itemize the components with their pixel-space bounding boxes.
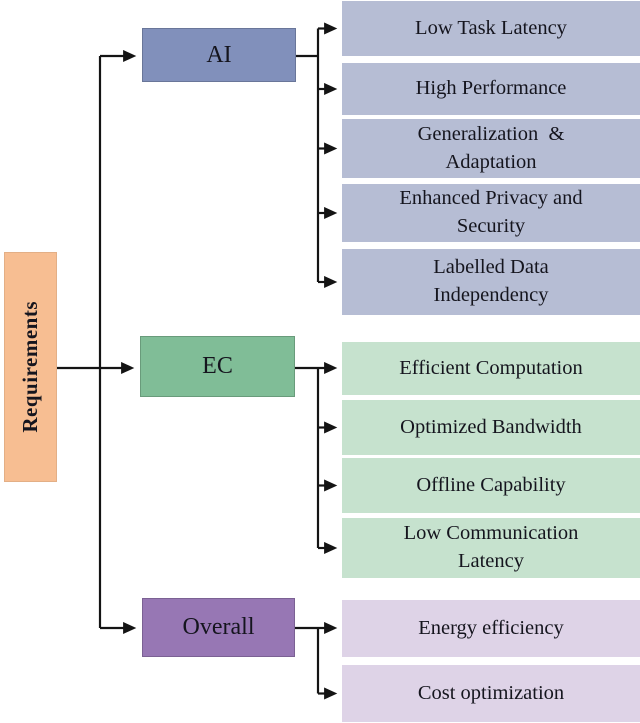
group-box-ec: EC xyxy=(140,336,295,397)
leaf-box-offline-capability: Offline Capability xyxy=(342,458,640,513)
group-box-ai: AI xyxy=(142,28,296,82)
leaf-label: Energy efficiency xyxy=(418,616,564,639)
leaf-label: Optimized Bandwidth xyxy=(400,415,582,438)
leaf-box-generalization-adaptation: Generalization & Adaptation xyxy=(342,119,640,178)
leaf-label: Low Task Latency xyxy=(415,16,567,39)
leaf-label: High Performance xyxy=(415,77,567,100)
leaf-box-energy-efficiency: Energy efficiency xyxy=(342,600,640,657)
leaf-box-low-communication-latency: Low Communication Latency xyxy=(342,518,640,578)
leaf-label: Cost optimization xyxy=(417,681,565,704)
leaf-box-cost-optimization: Cost optimization xyxy=(342,665,640,722)
root-requirements-label: Requirements xyxy=(18,301,42,433)
group-label-ec: EC xyxy=(202,353,233,379)
group-label-ai: AI xyxy=(206,41,232,68)
leaf-box-efficient-computation: Efficient Computation xyxy=(342,342,640,395)
leaf-box-optimized-bandwidth: Optimized Bandwidth xyxy=(342,400,640,455)
group-box-overall: Overall xyxy=(142,598,295,657)
leaf-label: Offline Capability xyxy=(416,473,566,496)
leaf-box-labelled-data-independency: Labelled Data Independency xyxy=(342,249,640,315)
leaf-label: Enhanced Privacy and Security xyxy=(399,187,583,237)
leaf-label: Efficient Computation xyxy=(399,356,583,379)
root-requirements-box: Requirements xyxy=(4,252,57,482)
leaf-box-enhanced-privacy-security: Enhanced Privacy and Security xyxy=(342,184,640,242)
leaf-label: Low Communication Latency xyxy=(403,522,579,572)
leaf-box-high-performance: High Performance xyxy=(342,63,640,115)
leaf-label: Generalization & Adaptation xyxy=(417,122,565,173)
leaf-label: Labelled Data Independency xyxy=(433,256,549,306)
leaf-box-low-task-latency: Low Task Latency xyxy=(342,1,640,56)
group-label-overall: Overall xyxy=(182,614,255,640)
